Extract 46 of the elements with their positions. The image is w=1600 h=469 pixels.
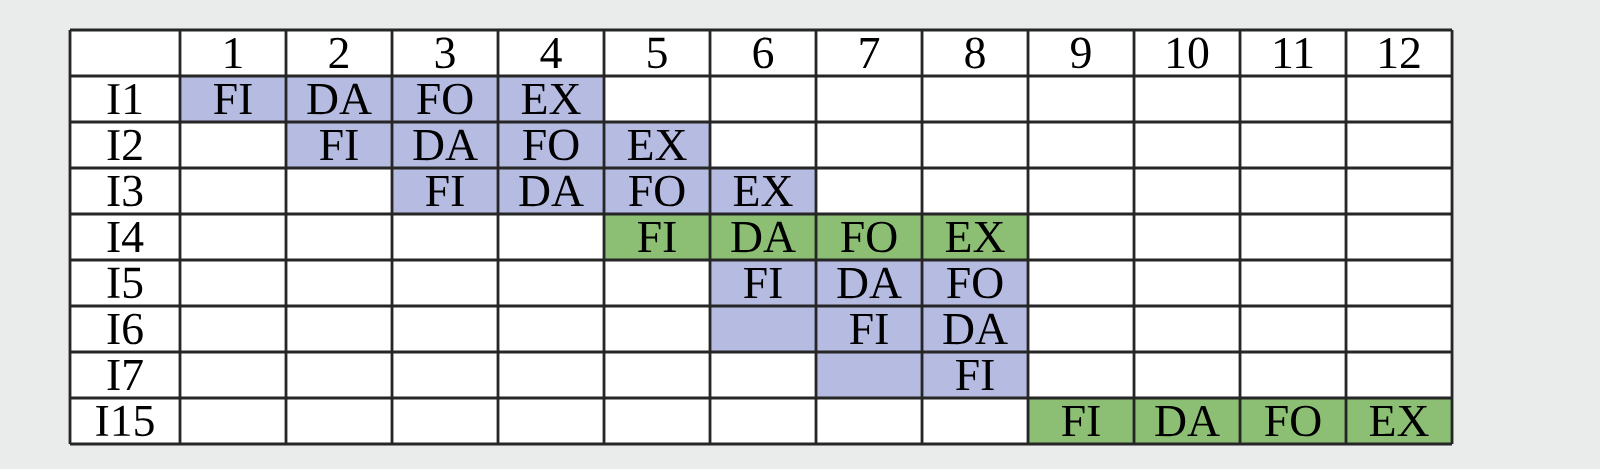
row-header: I3 [107, 175, 143, 207]
stage-cell: DA [1134, 398, 1240, 444]
column-header: 10 [1168, 37, 1209, 69]
stage-cell: DA [498, 168, 604, 214]
stage-cell: FI [392, 168, 498, 214]
stage-cell: DA [286, 76, 392, 122]
stage-cell: EX [498, 76, 604, 122]
row-header: I5 [107, 267, 143, 299]
stage-cell: EX [922, 214, 1028, 260]
stage-cell: DA [710, 214, 816, 260]
stage-cell: DA [816, 260, 922, 306]
row-header: I2 [107, 129, 142, 161]
stage-cell: DA [922, 306, 1028, 352]
row-header: I4 [107, 221, 144, 252]
column-header: 7 [860, 38, 880, 68]
column-header: 1 [225, 37, 242, 69]
stage-cell: FO [604, 168, 710, 214]
stage-cell: FI [922, 352, 1028, 398]
stage-cell: FI [180, 76, 286, 122]
stage-cell: FO [1240, 398, 1346, 444]
row-header: I1 [107, 83, 142, 115]
stage-cell: FI [286, 122, 392, 168]
row-header: I15 [96, 405, 154, 437]
column-header: 8 [965, 37, 985, 69]
stage-cell: EX [1346, 398, 1453, 444]
stage-cell: EX [604, 122, 710, 168]
stage-cell: FI [816, 306, 922, 352]
stage-cell: FO [922, 260, 1028, 306]
column-header: 4 [540, 37, 562, 68]
row-header: I6 [107, 313, 143, 345]
column-header: 12 [1380, 37, 1420, 69]
column-header: 3 [435, 37, 455, 69]
stage-cell: FO [392, 76, 498, 122]
column-header: 2 [329, 37, 348, 69]
stage-cell: FI [710, 260, 816, 306]
stage-cell: DA [392, 122, 498, 168]
stage-cell: FI [604, 214, 710, 260]
stage-cell: FI [1028, 398, 1134, 444]
stage-cell: FO [498, 122, 604, 168]
column-header: 5 [648, 37, 667, 69]
stage-cell: FO [816, 214, 922, 260]
row-header: I7 [107, 360, 143, 390]
column-header: 6 [753, 37, 774, 69]
stage-cell: EX [710, 168, 816, 214]
column-header: 11 [1275, 37, 1313, 69]
column-header: 9 [1071, 37, 1091, 69]
